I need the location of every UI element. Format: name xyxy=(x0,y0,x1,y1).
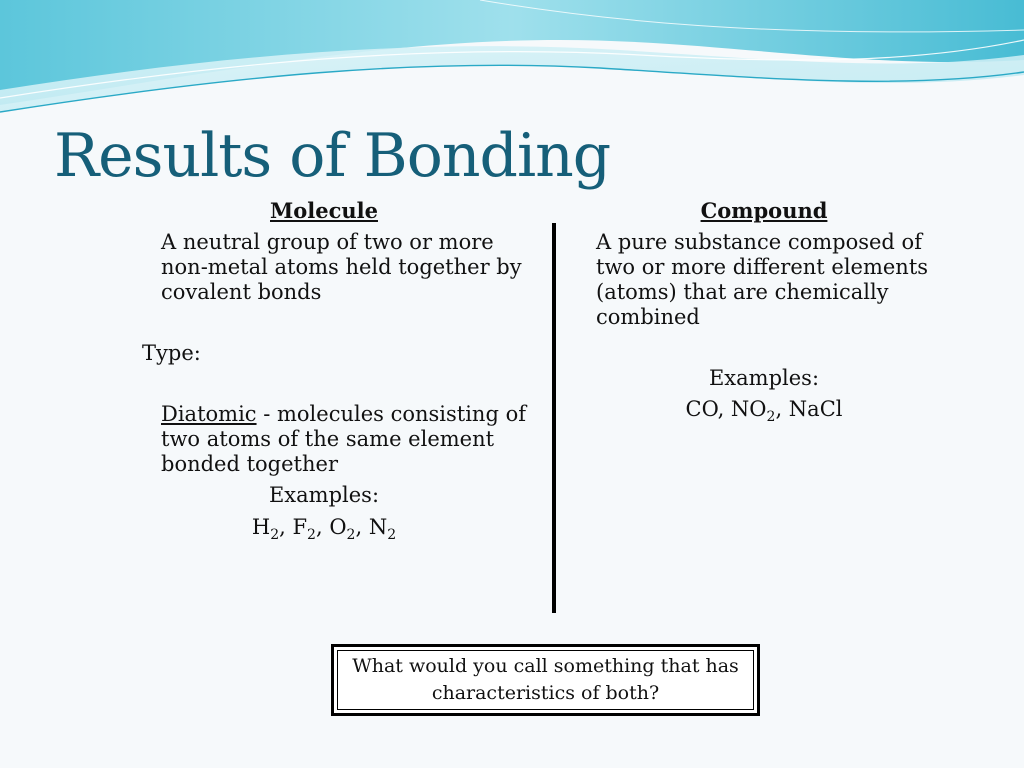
column-divider xyxy=(552,223,556,613)
compound-examples: CO, NO2, NaCl xyxy=(685,397,843,426)
question-box: What would you call something that has c… xyxy=(331,644,760,716)
compound-examples-label: Examples: xyxy=(708,366,820,390)
diatomic-term: Diatomic xyxy=(161,402,257,426)
compound-definition: A pure substance composed of two or more… xyxy=(596,230,929,329)
page-title: Results of Bonding xyxy=(54,121,611,191)
molecule-example-formula: H2 xyxy=(251,515,280,544)
molecule-heading: Molecule xyxy=(270,198,378,223)
decorative-wave-banner xyxy=(0,0,1024,113)
molecule-examples: H2, F2, O2, N2 xyxy=(251,515,397,544)
type-label: Type: xyxy=(142,341,201,365)
compound-example-formula: CO xyxy=(685,397,718,421)
molecule-example-formula: N2 xyxy=(368,515,397,544)
molecule-examples-label: Examples: xyxy=(268,483,380,507)
molecule-example-formula: O2 xyxy=(329,515,356,544)
diatomic-definition: - molecules consisting of two atoms of t… xyxy=(161,402,526,476)
compound-example-formula: NaCl xyxy=(788,397,843,421)
diatomic-description: Diatomic - molecules consisting of two a… xyxy=(161,402,531,477)
question-text: What would you call something that has c… xyxy=(337,650,754,710)
molecule-example-formula: F2 xyxy=(292,515,316,544)
molecule-definition: A neutral group of two or more non-metal… xyxy=(161,230,522,304)
compound-example-formula: NO2 xyxy=(730,397,776,426)
compound-heading: Compound xyxy=(700,198,828,223)
